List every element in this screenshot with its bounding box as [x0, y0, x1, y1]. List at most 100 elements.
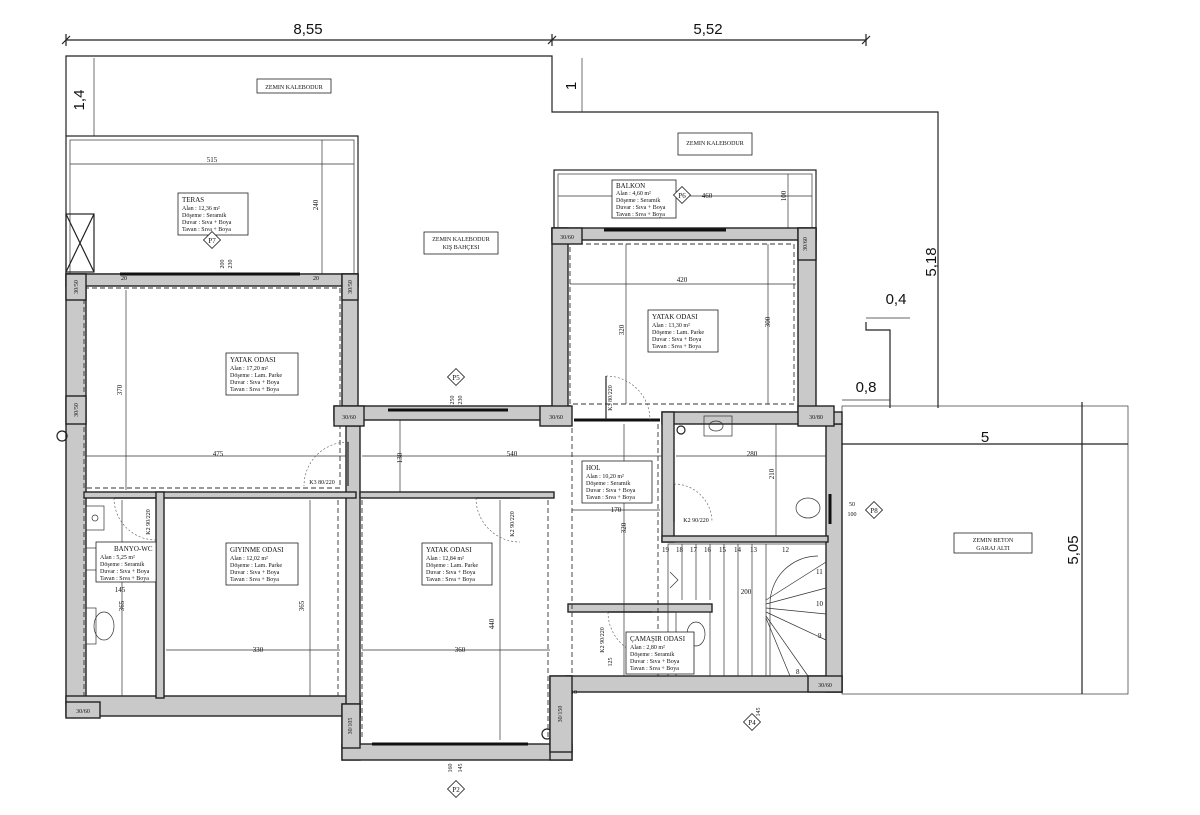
- column-label-3: 30/50: [74, 403, 80, 417]
- dim-balkon-h: 100: [780, 190, 788, 201]
- marker-diamond: [446, 779, 466, 799]
- room-banyo-line: Duvar : Sıva + Boya: [100, 569, 150, 575]
- zone-zemin-top: ZEMIN KALEBODUR: [265, 85, 323, 91]
- column-label-8: 30/80: [809, 415, 823, 421]
- toilet-bowl-icon: [93, 611, 115, 641]
- marker-p2: P2: [452, 786, 460, 794]
- stair-9: 9: [818, 632, 822, 640]
- zone-kis-bahcesi-1: ZEMIN KALEBODUR: [432, 237, 490, 243]
- room-teras-line: Duvar : Sıva + Boya: [182, 220, 232, 226]
- room-yatak2-line: Alan : 13,30 m²: [652, 323, 690, 329]
- dim-w10: 10: [571, 690, 577, 696]
- room-teras-line: Döşeme : Seramik: [182, 213, 226, 219]
- dim-d50: 50: [849, 502, 855, 508]
- dim-top-right: 5,52: [693, 21, 722, 38]
- dim-banyo-h: 365: [118, 600, 126, 611]
- column-label-2: 30/50: [348, 280, 354, 294]
- stair-19: 19: [662, 546, 670, 554]
- dim-hol-h2: 170: [611, 506, 622, 514]
- room-balkon: BALKON Alan : 4,60 m² Döşeme : Seramik D…: [611, 179, 677, 219]
- garage-area: 5 5,05 ZEMIN BETON GARAJ ALTI: [841, 402, 1129, 695]
- dim-d125: 125: [608, 658, 614, 667]
- room-banyo-line: Tavan : Sıva + Boya: [100, 576, 149, 582]
- column-label-5: 30/60: [560, 235, 574, 241]
- room-banyo: BANYO-WC Alan : 5,25 m² Döşeme : Seramik…: [95, 541, 157, 583]
- stair-11: 11: [816, 568, 823, 576]
- marker-p7: P7: [208, 237, 216, 245]
- stair-8: 8: [796, 668, 800, 676]
- room-yatak2-name: YATAK ODASI: [652, 313, 698, 321]
- wc-toilet-icon: [795, 497, 821, 519]
- dim-wc-w: 280: [747, 450, 758, 458]
- room-banyo-line: Döşeme : Seramik: [100, 562, 144, 568]
- room-yatak3-name: YATAK ODASI: [426, 546, 472, 554]
- dim-yatak2-h2: 300: [764, 316, 772, 327]
- dim-hol-w: 540: [507, 450, 518, 458]
- dim-giyinme-h: 365: [298, 600, 306, 611]
- room-teras-line: Tavan : Sıva + Boya: [182, 227, 231, 233]
- top-dimension-lines: 8,55 5,52: [61, 21, 871, 46]
- site-outline: 1,4 1 5,18 0,4 0,8: [65, 55, 940, 408]
- windows: [120, 228, 832, 746]
- dim-w20-b: 20: [313, 276, 319, 282]
- dim-win-sill: 230: [228, 260, 234, 269]
- room-giyinme-line: Alan : 12,02 m²: [230, 556, 268, 562]
- room-yatak2-line: Tavan : Sıva + Boya: [652, 344, 701, 350]
- room-hol-name: HOL: [586, 464, 600, 472]
- column-label-7: 30/60: [549, 415, 563, 421]
- room-balkon-line: Döşeme : Seramik: [616, 198, 660, 204]
- zone-labels: ZEMIN KALEBODUR ZEMIN KALEBODUR ZEMIN KA…: [256, 78, 753, 255]
- stair-10: 10: [816, 600, 824, 608]
- dim-giyinme-w: 330: [253, 646, 264, 654]
- column-label-1: 30/50: [74, 280, 80, 294]
- room-yatak3-line: Alan : 12,84 m²: [426, 556, 464, 562]
- stairs: 19 18 17 16 15 14 13 12 11 10 9 8: [662, 543, 827, 677]
- stair-12: 12: [782, 546, 790, 554]
- door-label-4: K3 80/220: [608, 385, 614, 411]
- dim-yatak3-w: 360: [455, 646, 466, 654]
- dim-d160: 160: [448, 764, 454, 773]
- room-hol-line: Duvar : Sıva + Boya: [586, 488, 636, 494]
- dim-w20-a: 20: [121, 276, 127, 282]
- dim-win-h: 200: [220, 260, 226, 269]
- dim-teras-w: 515: [207, 156, 218, 164]
- room-giyinme-name: GIYINME ODASI: [230, 546, 284, 554]
- garage-label-2: GARAJ ALTI: [976, 546, 1010, 552]
- marker-p8: P8: [870, 507, 878, 515]
- room-balkon-line: Alan : 4,60 m²: [616, 191, 651, 197]
- room-hol-line: Tavan : Sıva + Boya: [586, 495, 635, 501]
- stair-14: 14: [734, 546, 742, 554]
- marker-diamond: [446, 367, 466, 387]
- dim-d100: 100: [848, 512, 857, 518]
- room-yatak1-line: Duvar : Sıva + Boya: [230, 380, 280, 386]
- fixtures: [56, 415, 821, 740]
- stair-18: 18: [676, 546, 684, 554]
- room-balkon-line: Duvar : Sıva + Boya: [616, 205, 666, 211]
- room-hol: HOL Alan : 10,20 m² Döşeme : Seramik Duv…: [581, 460, 653, 504]
- dim-yatak2-h1: 320: [618, 324, 626, 335]
- column-label-6: 30/60: [803, 237, 809, 251]
- column-label-9: 30/60: [76, 709, 90, 715]
- dim-hol-h: 130: [396, 452, 404, 463]
- dim-teras-h: 240: [312, 199, 320, 210]
- room-teras-line: Alan : 12,36 m²: [182, 206, 220, 212]
- dim-yatak1-h: 370: [116, 384, 124, 395]
- marker-diamond: [742, 712, 762, 732]
- markers: P7 P6 P5 P8 P4 P2: [202, 185, 884, 799]
- dim-right-height: 5,18: [923, 247, 940, 276]
- room-banyo-name: BANYO-WC: [114, 545, 153, 553]
- room-yatak1-line: Döşeme : Lam. Parke: [230, 373, 282, 379]
- stair-15: 15: [719, 546, 727, 554]
- dim-d145-b: 145: [458, 764, 464, 773]
- dim-left-offset: 1,4: [71, 90, 88, 111]
- marker-p5: P5: [452, 374, 460, 382]
- marker-diamond: [864, 500, 884, 520]
- wc-drain-icon: [676, 425, 686, 435]
- room-yatak2-line: Duvar : Sıva + Boya: [652, 337, 702, 343]
- dim-banyo-w: 145: [115, 586, 126, 594]
- room-yatak3-line: Duvar : Sıva + Boya: [426, 570, 476, 576]
- room-giyinme-line: Döşeme : Lam. Parke: [230, 563, 282, 569]
- door-label-6: K2 90/220: [600, 627, 606, 653]
- door-label-5: K2 90/220: [683, 518, 709, 524]
- room-yatak1-line: Alan : 17,20 m²: [230, 366, 268, 372]
